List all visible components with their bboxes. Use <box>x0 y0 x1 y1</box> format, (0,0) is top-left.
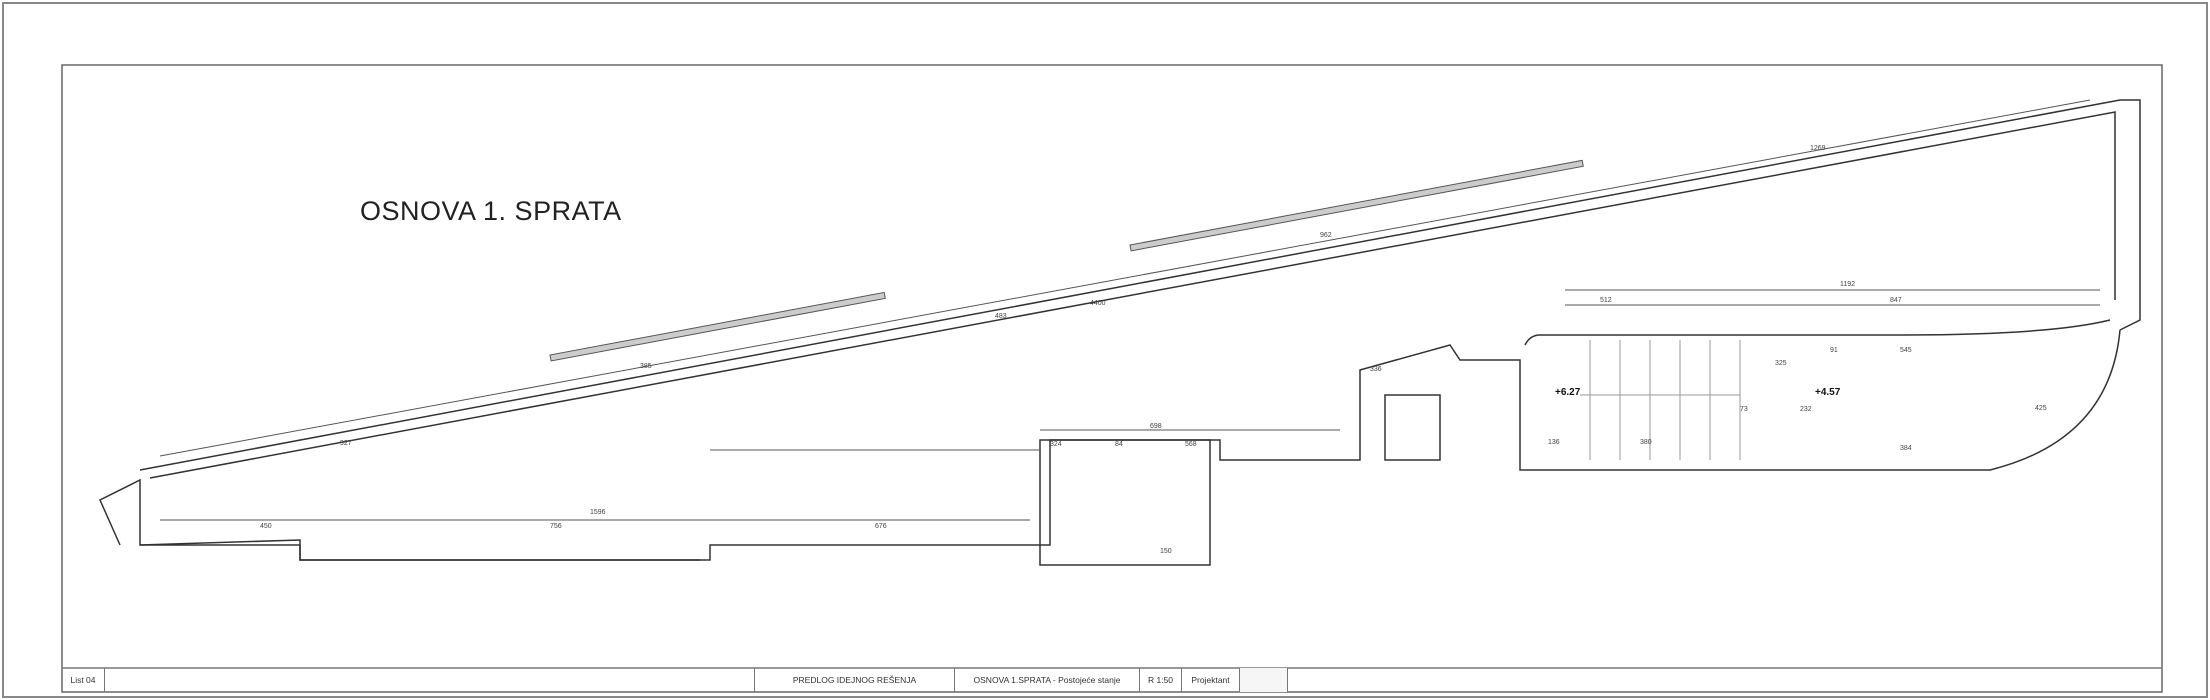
signature-cell <box>1240 668 1288 692</box>
svg-text:385: 385 <box>640 363 652 370</box>
svg-text:545: 545 <box>1900 347 1912 354</box>
svg-text:336: 336 <box>1370 366 1382 373</box>
svg-text:756: 756 <box>550 523 562 530</box>
svg-text:324: 324 <box>1050 441 1062 448</box>
level-mark: +4.57 <box>1815 387 1841 398</box>
project-phase: PREDLOG IDEJNOG REŠENJA <box>755 668 955 692</box>
stair <box>1580 340 1741 460</box>
svg-text:380: 380 <box>1640 439 1652 446</box>
svg-text:91: 91 <box>1830 347 1838 354</box>
svg-text:450: 450 <box>260 523 272 530</box>
svg-text:136: 136 <box>1548 439 1560 446</box>
svg-text:73: 73 <box>1740 406 1748 413</box>
drawing-frame <box>61 64 2163 693</box>
sheet-content: OSNOVA 1.SPRATA - Postojeće stanje <box>955 668 1140 692</box>
dimension-lines <box>159 99 2100 521</box>
svg-text:384: 384 <box>1900 445 1912 452</box>
sheet-number: List 04 <box>62 668 105 692</box>
title-block-blank <box>105 668 755 692</box>
svg-text:1192: 1192 <box>1840 281 1855 288</box>
drawing-title: OSNOVA 1. SPRATA <box>360 196 622 226</box>
svg-text:1269: 1269 <box>1810 145 1826 152</box>
svg-text:4400: 4400 <box>1090 300 1106 307</box>
svg-text:962: 962 <box>1320 232 1332 239</box>
svg-text:512: 512 <box>1600 297 1612 304</box>
svg-text:568: 568 <box>1185 441 1197 448</box>
svg-text:325: 325 <box>1775 360 1787 367</box>
svg-text:84: 84 <box>1115 441 1123 448</box>
svg-text:425: 425 <box>2035 405 2047 412</box>
svg-text:483: 483 <box>995 313 1007 320</box>
svg-text:847: 847 <box>1890 297 1902 304</box>
svg-text:232: 232 <box>1800 406 1812 413</box>
building-outline <box>99 99 2141 566</box>
svg-text:927: 927 <box>340 440 352 447</box>
svg-text:1596: 1596 <box>590 509 606 516</box>
level-mark: +6.27 <box>1555 387 1581 398</box>
scale: R 1:50 <box>1140 668 1182 692</box>
svg-text:698: 698 <box>1150 423 1162 430</box>
dimension-labels: 1269 962 4400 483 385 927 1596 450 756 6… <box>260 145 2047 555</box>
designer-label: Projektant <box>1182 668 1240 692</box>
svg-text:150: 150 <box>1160 548 1172 555</box>
svg-text:676: 676 <box>875 523 887 530</box>
